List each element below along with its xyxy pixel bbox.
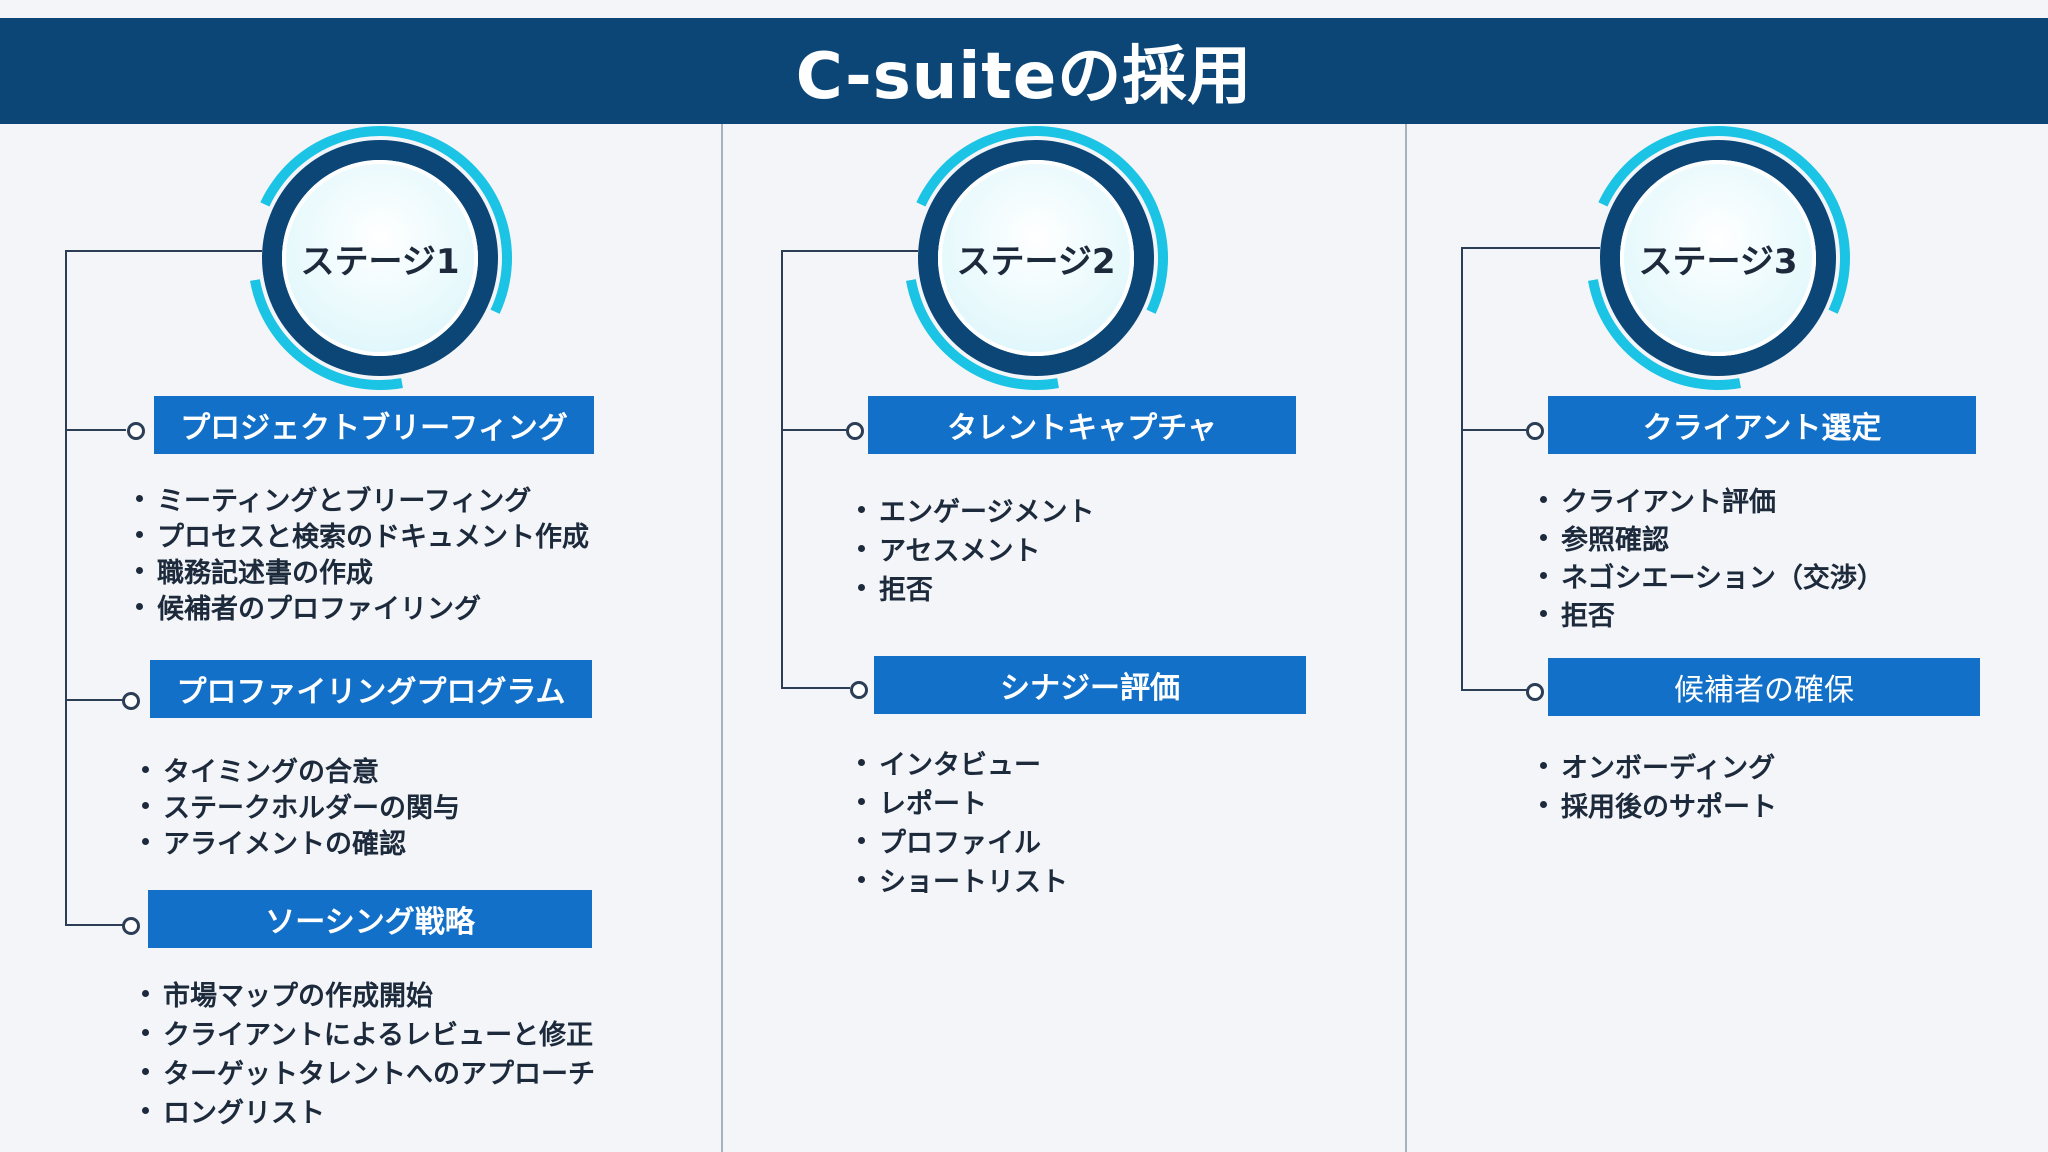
bullet-dot [142, 837, 149, 845]
bullet-list-project-briefing: ミーティングとブリーフィング プロセスと検索のドキュメント作成 職務記述書の作成… [136, 480, 589, 625]
bullet-list-candidate-securing: オンボーディング 採用後のサポート [1540, 746, 1777, 824]
list-item: アセスメント [858, 529, 1094, 568]
bullet-dot [136, 602, 143, 610]
list-item: プロセスと検索のドキュメント作成 [136, 516, 589, 553]
bullet-dot [858, 759, 865, 766]
stage-3-label: ステージ3 [1638, 241, 1798, 282]
section-title: プロジェクトブリーフィング [180, 411, 568, 446]
list-item: ターゲットタレントへのアプローチ [142, 1052, 595, 1091]
column-divider [1405, 124, 1407, 1152]
bullet-dot [858, 837, 865, 844]
list-item: レポート [858, 782, 1068, 821]
list-item: ステークホルダーの関与 [142, 787, 460, 824]
section-talent-capture: タレントキャプチャ [868, 396, 1296, 454]
section-title: ソーシング戦略 [265, 905, 475, 940]
bullet-dot [136, 566, 143, 574]
section-synergy-evaluation: シナジー評価 [874, 656, 1306, 714]
bullet-dot [858, 545, 865, 552]
section-title: プロファイリングプログラム [176, 675, 566, 710]
list-item: エンゲージメント [858, 490, 1094, 529]
stage-2-circle-inner: ステージ2 [938, 160, 1134, 356]
list-item: クライアント評価 [1540, 480, 1884, 518]
connector-node [846, 422, 864, 440]
section-title: タレントキャプチャ [947, 411, 1217, 446]
list-item: ネゴシエーション（交渉） [1540, 556, 1884, 594]
stage-1-circle: ステージ1 [262, 140, 498, 376]
section-title: 候補者の確保 [1674, 673, 1854, 708]
stage-3-circle: ステージ3 [1600, 140, 1836, 376]
section-profiling-program: プロファイリングプログラム [150, 660, 592, 718]
section-project-briefing: プロジェクトブリーフィング [154, 396, 594, 454]
list-item: 候補者のプロファイリング [136, 588, 589, 625]
bullet-dot [142, 990, 149, 997]
bullet-dot [1540, 571, 1547, 579]
stage-1-label: ステージ1 [300, 241, 460, 282]
bullet-dot [142, 1107, 149, 1114]
list-item: クライアントによるレビューと修正 [142, 1013, 595, 1052]
bullet-dot [136, 494, 143, 502]
list-item: ロングリスト [142, 1091, 595, 1130]
section-title: クライアント選定 [1642, 411, 1882, 446]
stage-1-circle-inner: ステージ1 [282, 160, 478, 356]
bullet-dot [1540, 533, 1547, 541]
connector-node [1526, 422, 1544, 440]
connector-node [122, 917, 140, 935]
connector-node [122, 692, 140, 710]
list-item: インタビュー [858, 743, 1068, 782]
bullet-dot [142, 1068, 149, 1075]
title-banner: C-suiteの採用 [0, 18, 2048, 124]
section-title: シナジー評価 [1000, 671, 1180, 706]
list-item: 拒否 [858, 568, 1094, 607]
list-item: オンボーディング [1540, 746, 1777, 785]
bullet-list-talent-capture: エンゲージメント アセスメント 拒否 [858, 490, 1094, 607]
list-item: アライメントの確認 [142, 823, 460, 860]
bullet-dot [142, 801, 149, 809]
stage-2-label: ステージ2 [956, 241, 1116, 282]
list-item: 参照確認 [1540, 518, 1884, 556]
list-item: プロファイル [858, 821, 1068, 860]
bullet-dot [858, 506, 865, 513]
bullet-dot [1540, 609, 1547, 617]
connector-node [127, 422, 145, 440]
list-item: タイミングの合意 [142, 751, 460, 788]
connector-node [1526, 683, 1544, 701]
bullet-dot [1540, 495, 1547, 503]
list-item: 拒否 [1540, 594, 1884, 632]
list-item: ショートリスト [858, 860, 1068, 899]
section-candidate-securing: 候補者の確保 [1548, 658, 1980, 716]
stage-3-circle-inner: ステージ3 [1620, 160, 1816, 356]
bullet-dot [1540, 762, 1547, 769]
bullet-dot [142, 1029, 149, 1036]
bullet-list-client-selection: クライアント評価 参照確認 ネゴシエーション（交渉） 拒否 [1540, 480, 1884, 632]
bullet-list-profiling-program: タイミングの合意 ステークホルダーの関与 アライメントの確認 [142, 751, 460, 860]
column-divider [721, 124, 723, 1152]
stage-2-circle: ステージ2 [918, 140, 1154, 376]
bullet-dot [1540, 801, 1547, 808]
bullet-list-synergy-evaluation: インタビュー レポート プロファイル ショートリスト [858, 743, 1068, 899]
page-title: C-suiteの採用 [795, 40, 1253, 114]
bullet-dot [858, 798, 865, 805]
list-item: 市場マップの作成開始 [142, 974, 595, 1013]
bullet-dot [858, 876, 865, 883]
stage-2-connector [781, 250, 918, 689]
list-item: 採用後のサポート [1540, 785, 1777, 824]
section-client-selection: クライアント選定 [1548, 396, 1976, 454]
list-item: 職務記述書の作成 [136, 552, 589, 589]
bullet-dot [858, 584, 865, 591]
bullet-dot [142, 765, 149, 773]
list-item: ミーティングとブリーフィング [136, 480, 589, 517]
connector-node [850, 681, 868, 699]
bullet-dot [136, 530, 143, 538]
bullet-list-sourcing-strategy: 市場マップの作成開始 クライアントによるレビューと修正 ターゲットタレントへのア… [142, 974, 595, 1130]
section-sourcing-strategy: ソーシング戦略 [148, 890, 592, 948]
